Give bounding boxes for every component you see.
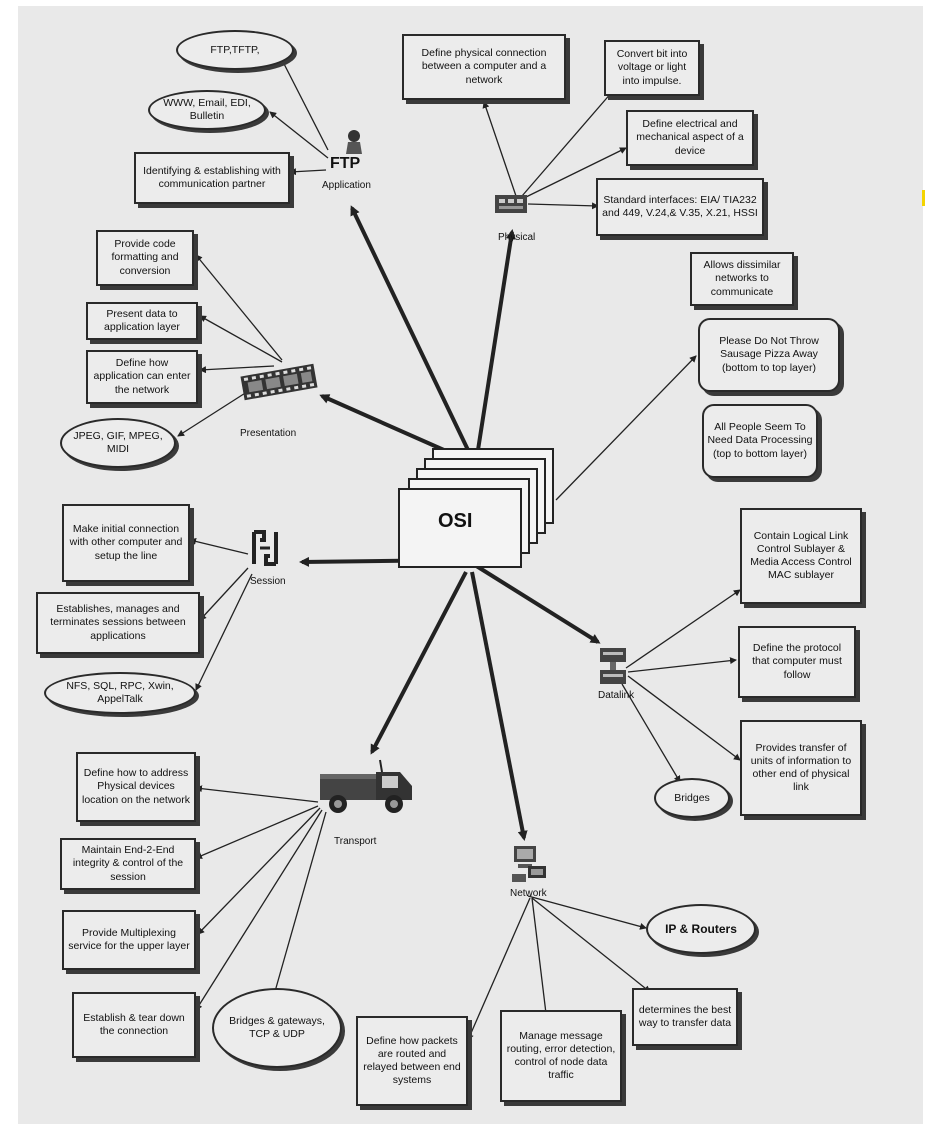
note-phy-electrical: Define electrical and mechanical aspect … bbox=[626, 110, 754, 166]
stacked-devices-icon bbox=[598, 646, 628, 693]
session-icon bbox=[250, 528, 280, 573]
arrow-to-application bbox=[350, 205, 470, 451]
note-net-best: determines the best way to transfer data bbox=[632, 988, 738, 1046]
network-computer-icon bbox=[510, 842, 550, 891]
truck-icon bbox=[316, 756, 420, 825]
ftp-icon: FTP bbox=[326, 128, 370, 177]
note-osi-please: Please Do Not Throw Sausage Pizza Away (… bbox=[698, 318, 840, 392]
arrow-to-network bbox=[470, 571, 528, 841]
note-ses-initial: Make initial connection with other compu… bbox=[62, 504, 190, 582]
osi-card-front bbox=[398, 488, 522, 568]
layer-network-label: Network bbox=[510, 888, 547, 899]
note-dl-bridges: Bridges bbox=[654, 778, 730, 818]
note-dl-protocol: Define the protocol that computer must f… bbox=[738, 626, 856, 698]
layer-transport-label: Transport bbox=[334, 836, 377, 847]
note-osi-all: All People Seem To Need Data Processing … bbox=[702, 404, 818, 478]
arrow-to-datalink bbox=[468, 560, 601, 644]
note-ftp: FTP,TFTP, bbox=[176, 30, 294, 70]
note-net-packets: Define how packets are routed and relaye… bbox=[356, 1016, 468, 1106]
note-pre-code: Provide code formatting and conversion bbox=[96, 230, 194, 286]
layer-presentation-label: Presentation bbox=[240, 428, 297, 439]
note-www: WWW, Email, EDI, Bulletin bbox=[148, 90, 266, 130]
note-net-ip: IP & Routers bbox=[646, 904, 756, 954]
note-pre-formats: JPEG, GIF, MPEG, MIDI bbox=[60, 418, 176, 468]
layer-application-label: Application bbox=[322, 180, 371, 191]
arrow-to-presentation bbox=[319, 394, 463, 460]
note-tr-address: Define how to address Physical devices l… bbox=[76, 752, 196, 822]
arrow-to-transport bbox=[370, 571, 468, 755]
note-pre-define: Define how application can enter the net… bbox=[86, 350, 198, 404]
note-pre-present: Present data to application layer bbox=[86, 302, 198, 340]
note-tr-establish: Establish & tear down the connection bbox=[72, 992, 196, 1058]
note-tr-bridges: Bridges & gateways, TCP & UDP bbox=[212, 988, 342, 1068]
note-tr-maintain: Maintain End-2-End integrity & control o… bbox=[60, 838, 196, 890]
note-net-manage: Manage message routing, error detection,… bbox=[500, 1010, 622, 1102]
note-osi-dissimilar: Allows dissimilar networks to communicat… bbox=[690, 252, 794, 306]
note-dl-transfer: Provides transfer of units of informatio… bbox=[740, 720, 862, 816]
layer-session-label: Session bbox=[250, 576, 286, 587]
note-identify: Identifying & establishing with communic… bbox=[134, 152, 290, 204]
osi-title: OSI bbox=[438, 510, 473, 532]
note-dl-llc: Contain Logical Link Control Sublayer & … bbox=[740, 508, 862, 604]
note-phy-standard: Standard interfaces: EIA/ TIA232 and 449… bbox=[596, 178, 764, 236]
circuit-board-icon bbox=[494, 192, 528, 221]
layer-datalink-label: Datalink bbox=[598, 690, 635, 701]
note-ses-protocols: NFS, SQL, RPC, Xwin, AppelTalk bbox=[44, 672, 196, 714]
note-phy-convert: Convert bit into voltage or light into i… bbox=[604, 40, 700, 96]
arrow-to-physical bbox=[476, 229, 516, 451]
note-phy-define: Define physical connection between a com… bbox=[402, 34, 566, 100]
note-tr-multiplex: Provide Multiplexing service for the upp… bbox=[62, 910, 196, 970]
note-ses-establish: Establishes, manages and terminates sess… bbox=[36, 592, 200, 654]
film-strip-icon bbox=[238, 358, 320, 411]
ftp-icon-text: FTP bbox=[330, 155, 361, 172]
layer-physical-label: Physical bbox=[498, 232, 536, 243]
yellow-edge-mark bbox=[922, 190, 925, 206]
